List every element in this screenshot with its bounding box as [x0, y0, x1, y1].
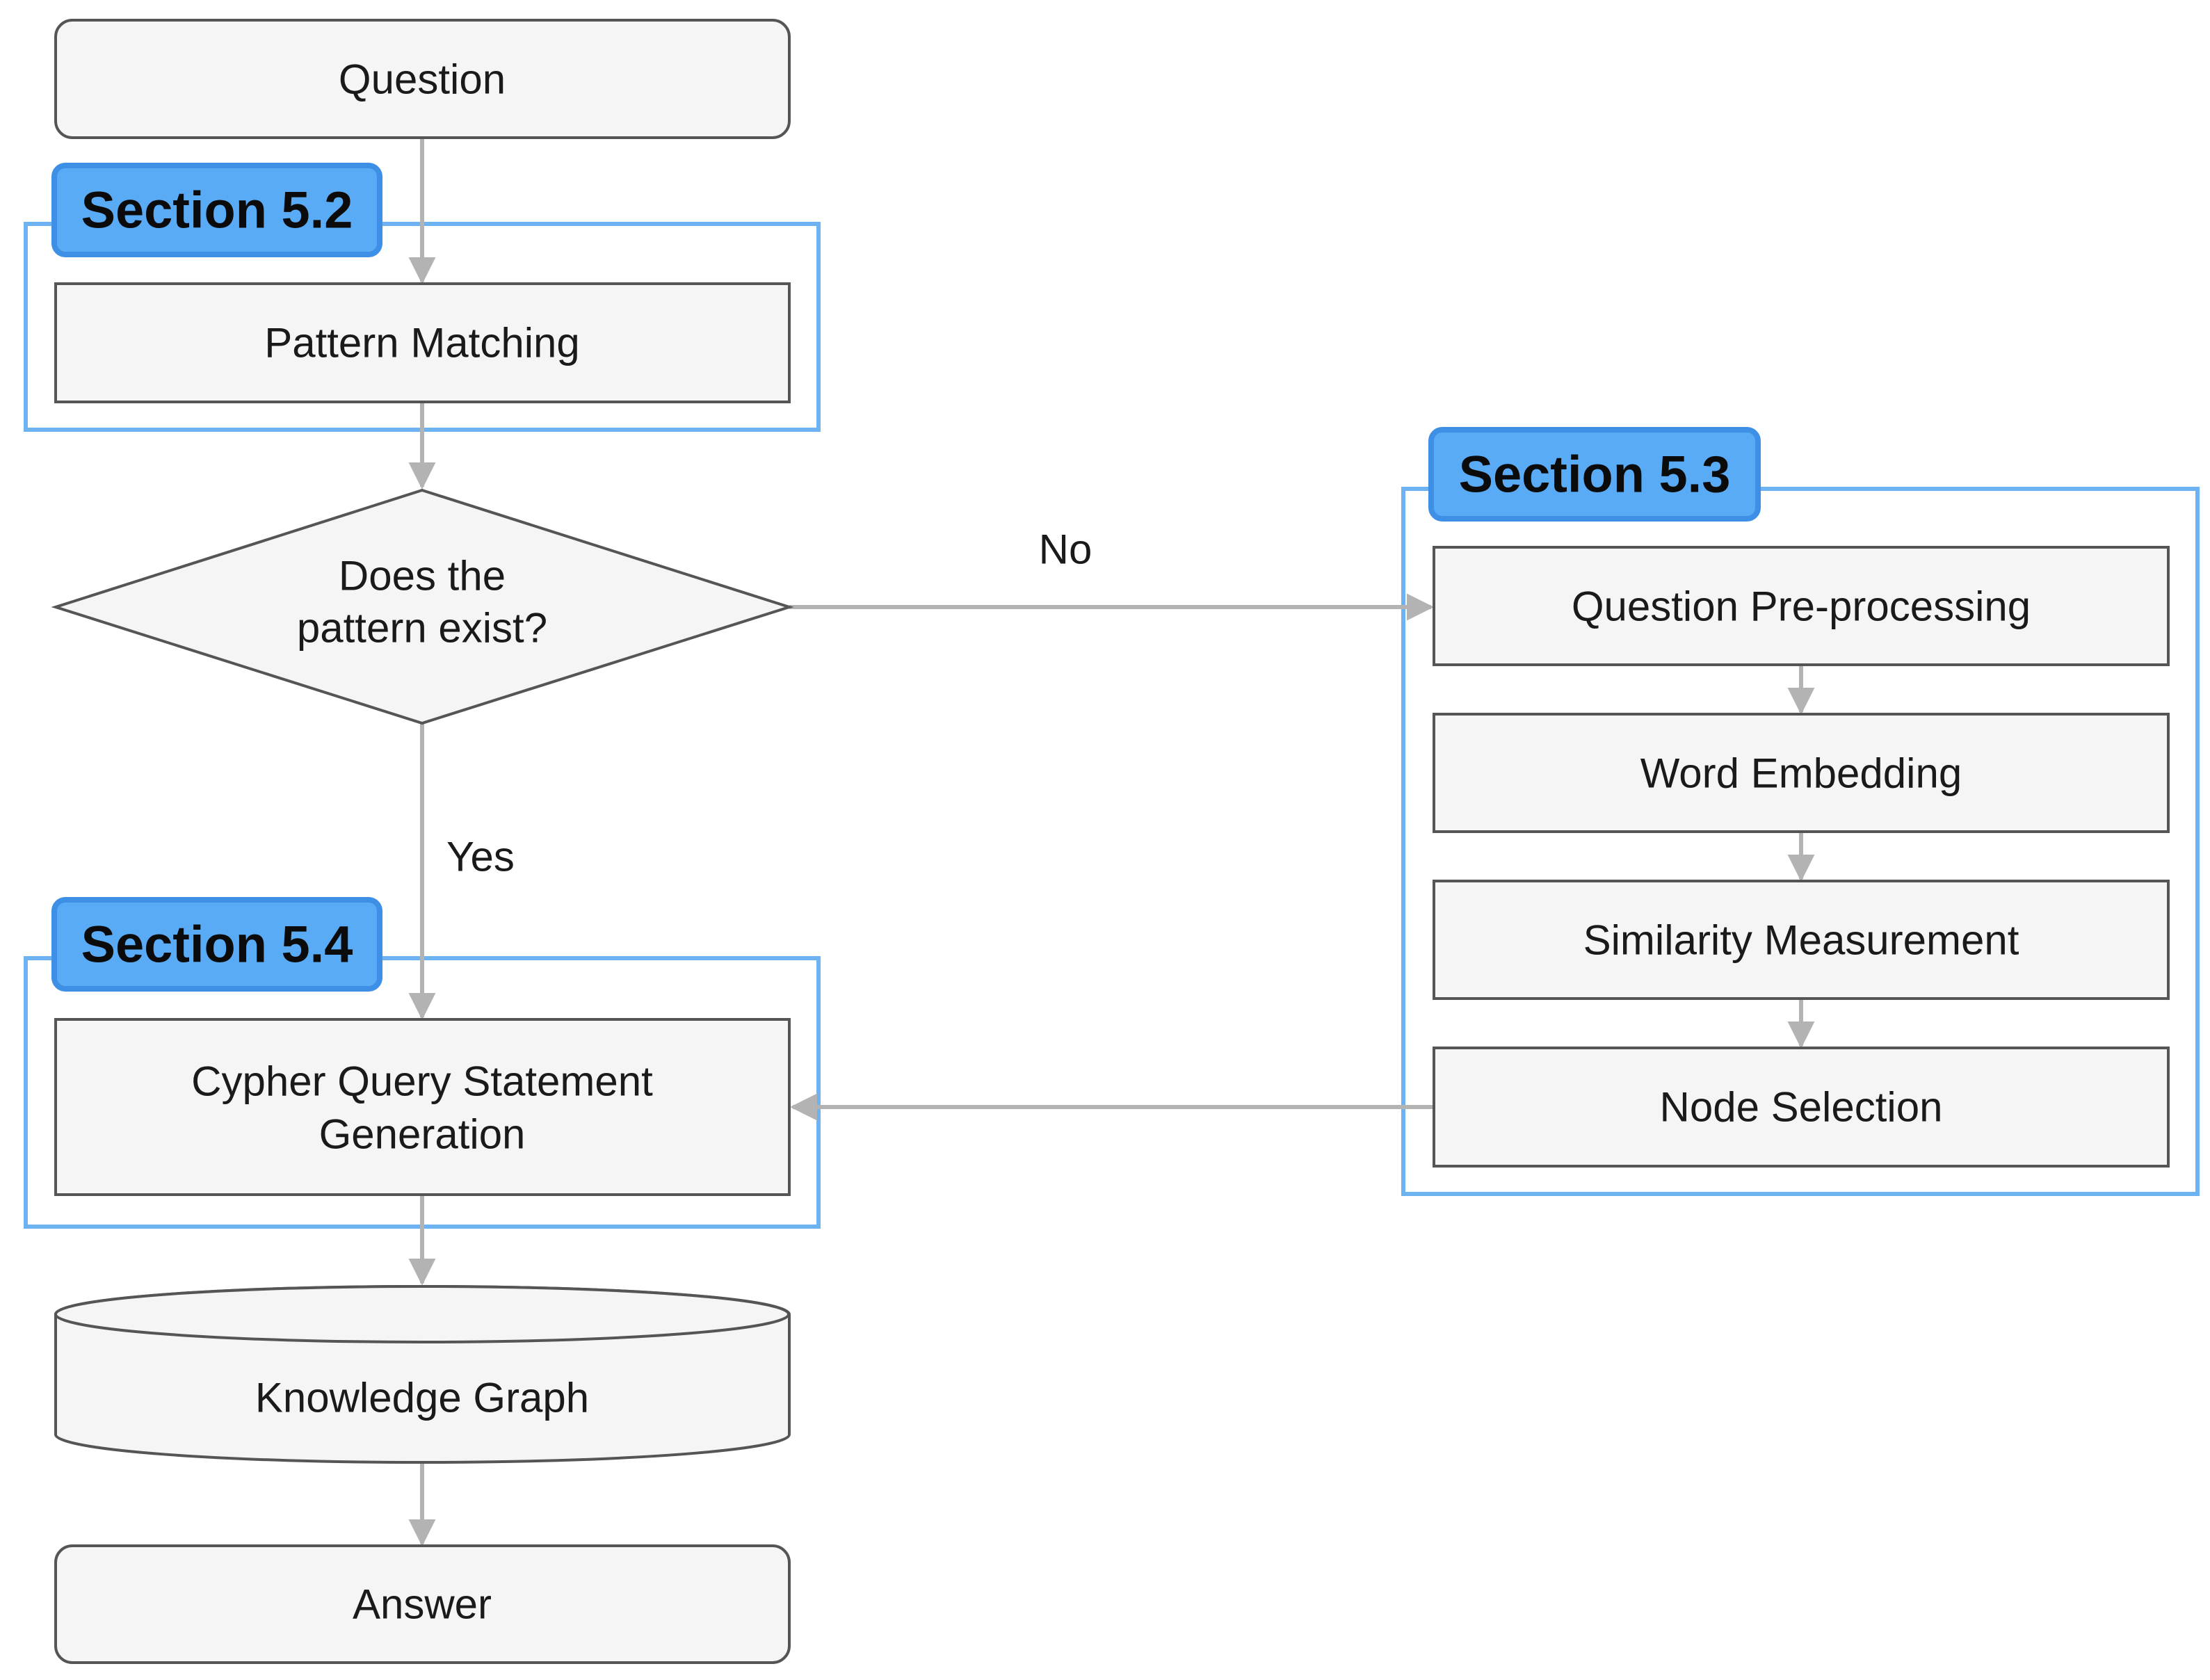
cypher-generation-node: Cypher Query Statement Generation: [54, 1018, 791, 1196]
similarity-measurement-node: Similarity Measurement: [1433, 880, 2170, 1000]
section-5-2-label: Section 5.2: [81, 181, 353, 239]
section-5-4-tab: Section 5.4: [51, 897, 382, 992]
knowledge-graph-label: Knowledge Graph: [255, 1375, 589, 1421]
question-preprocessing-node: Question Pre-processing: [1433, 546, 2170, 666]
section-5-3-group: [1401, 487, 2200, 1196]
pattern-matching-label: Pattern Matching: [264, 320, 580, 366]
pattern-exists-decision: Does the pattern exist?: [51, 488, 794, 725]
section-5-4-label: Section 5.4: [81, 916, 353, 974]
section-5-2-tab: Section 5.2: [51, 163, 382, 257]
question-label: Question: [339, 56, 506, 103]
similarity-measurement-label: Similarity Measurement: [1583, 917, 2019, 964]
section-5-3-tab: Section 5.3: [1428, 427, 1761, 522]
cypher-generation-label-line2: Generation: [319, 1111, 526, 1158]
node-selection-node: Node Selection: [1433, 1047, 2170, 1168]
question-node: Question: [54, 19, 791, 139]
word-embedding-label: Word Embedding: [1640, 750, 1962, 797]
answer-node: Answer: [54, 1544, 791, 1664]
pattern-matching-node: Pattern Matching: [54, 282, 791, 403]
decision-label-line1: Does the: [339, 553, 506, 599]
knowledge-graph-database: Knowledge Graph: [54, 1284, 791, 1464]
question-preprocessing-label: Question Pre-processing: [1572, 583, 2031, 630]
word-embedding-node: Word Embedding: [1433, 713, 2170, 833]
cypher-generation-label-line1: Cypher Query Statement: [191, 1058, 653, 1105]
decision-label-line2: pattern exist?: [297, 605, 547, 652]
node-selection-label: Node Selection: [1660, 1084, 1943, 1131]
no-edge-label: No: [1039, 526, 1092, 573]
section-5-3-label: Section 5.3: [1459, 446, 1731, 503]
answer-label: Answer: [353, 1581, 492, 1628]
yes-edge-label: Yes: [446, 834, 515, 880]
